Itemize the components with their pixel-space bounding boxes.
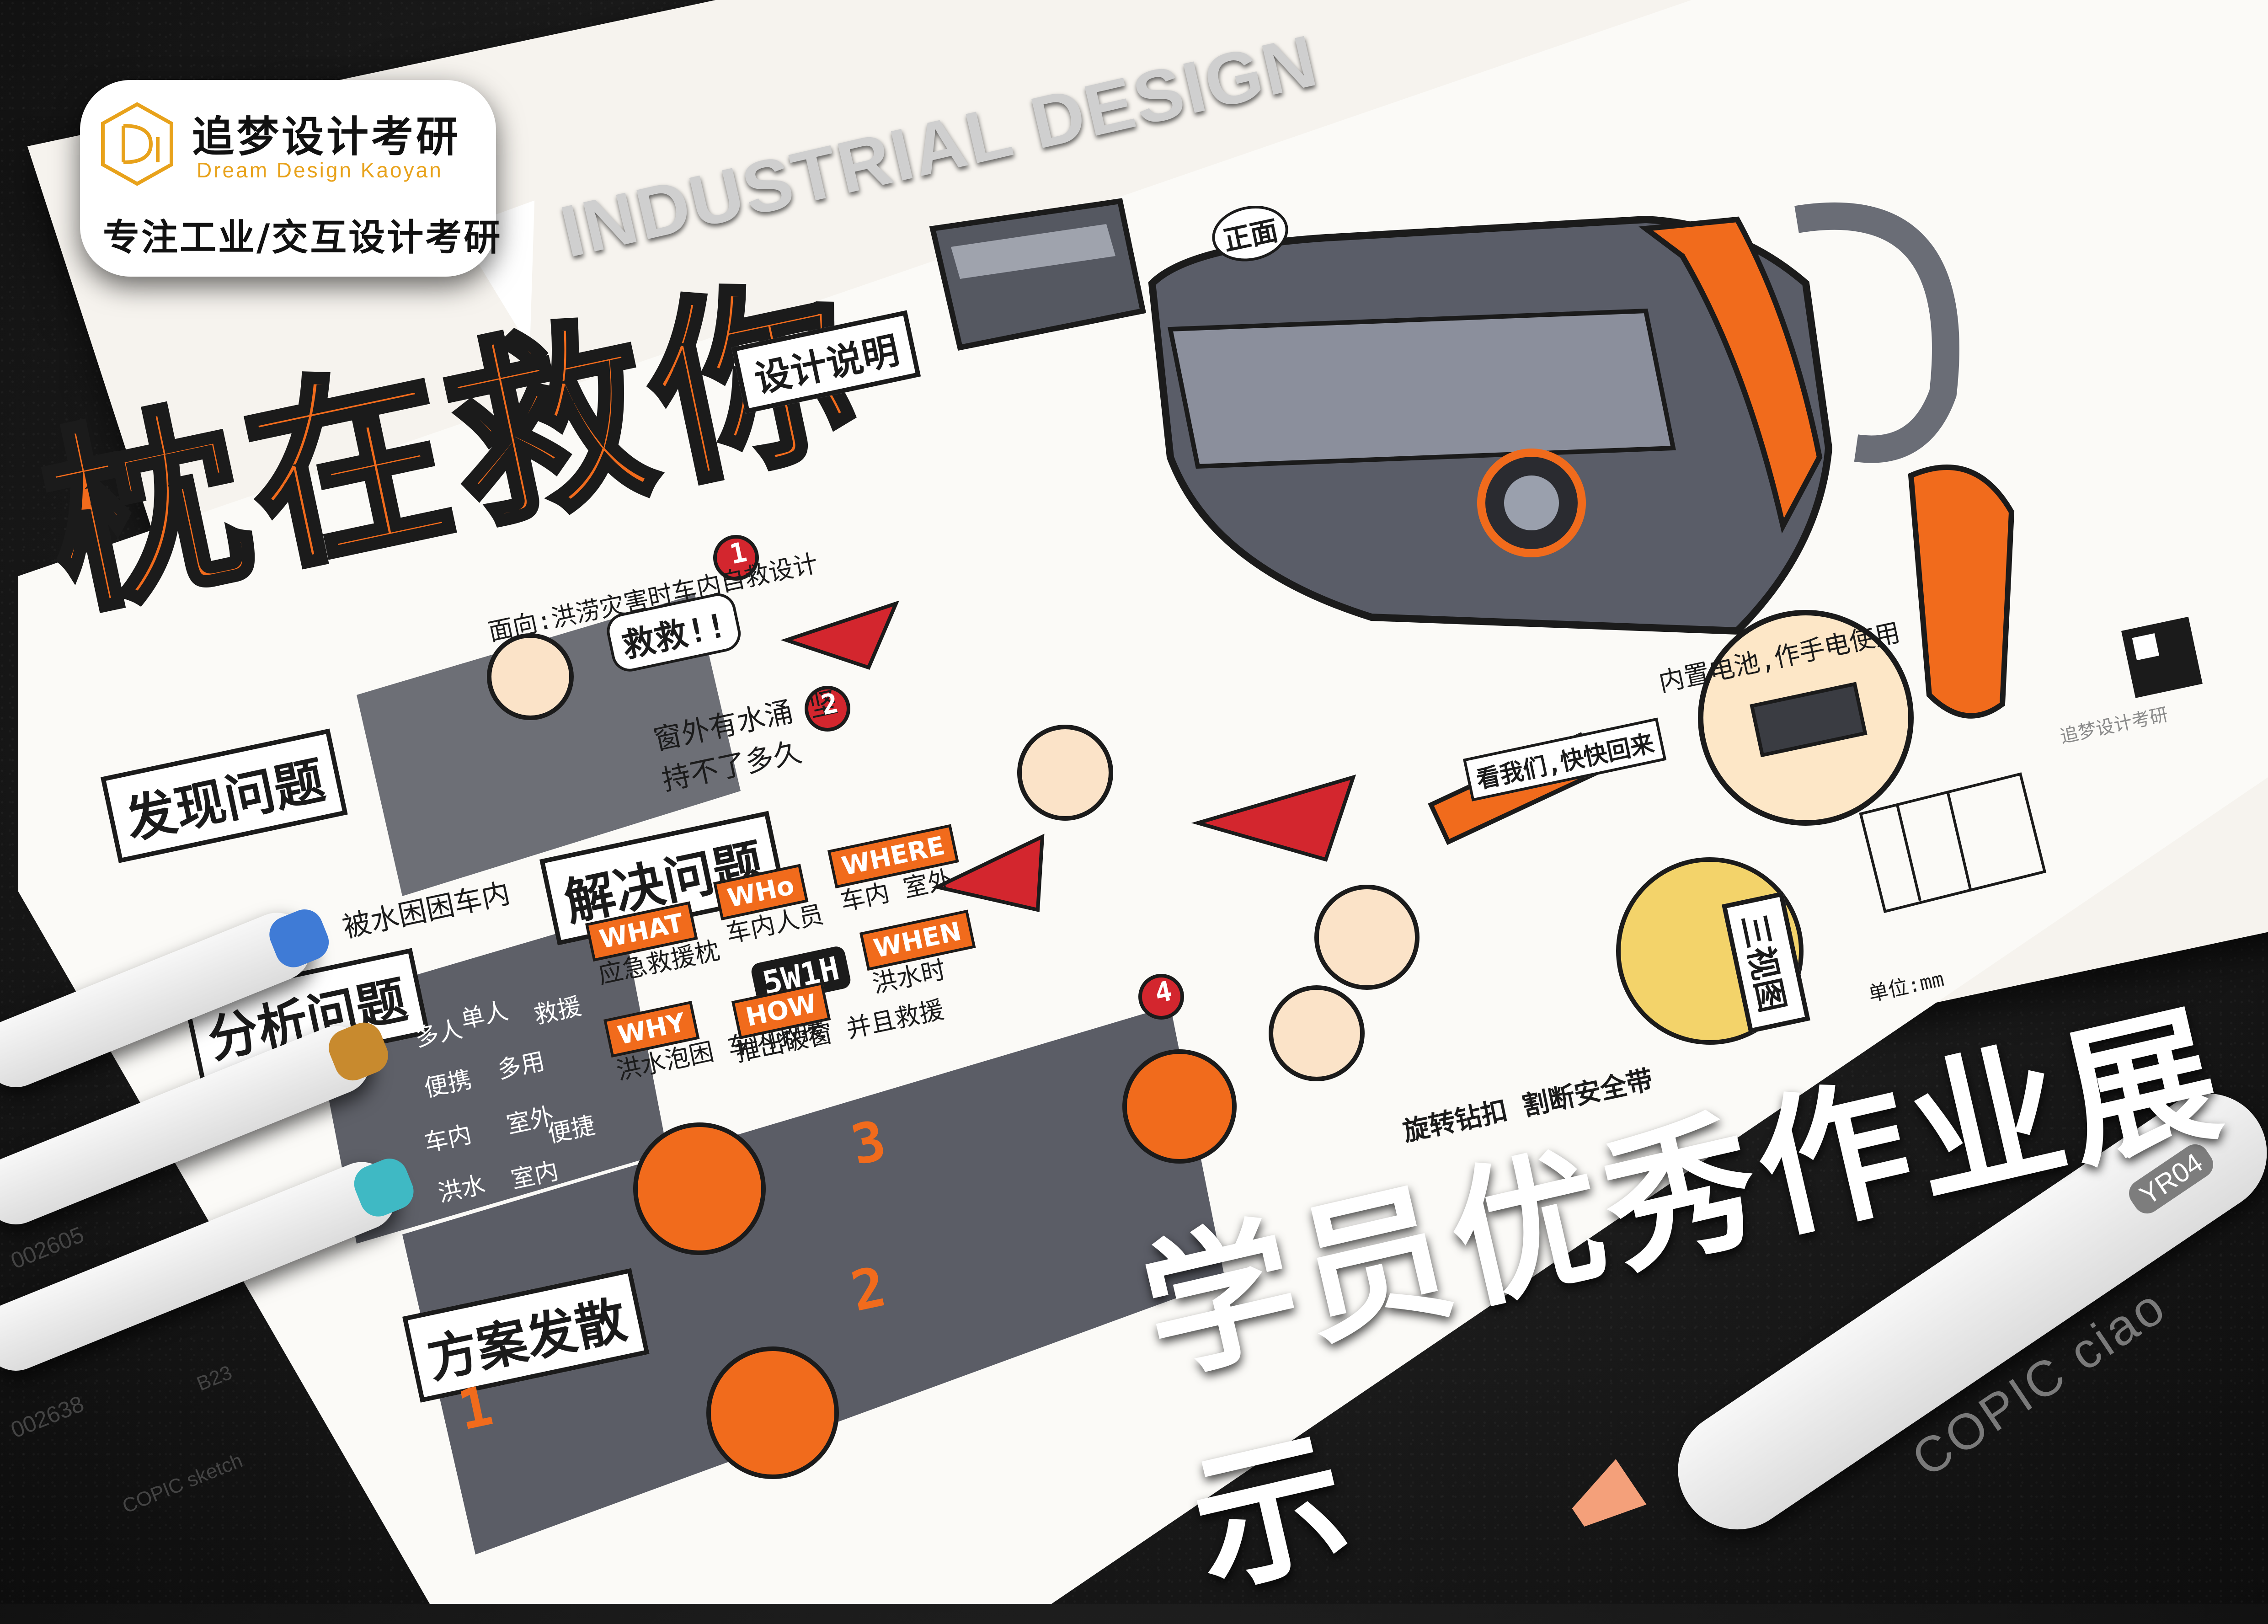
red-arrows (780, 600, 1356, 912)
step-circles (713, 535, 1184, 1020)
figure-sketches (487, 633, 1420, 1081)
qr-code (2121, 616, 2203, 698)
battery-icon (1750, 682, 1868, 758)
brand-logo-icon (101, 102, 173, 186)
product-sketch-small (929, 198, 1147, 351)
brand-name-cn: 追梦设计考研 (192, 112, 461, 161)
brand-name-en: Dream Design Kaoyan (197, 158, 443, 182)
product-sketch-main (1148, 202, 1959, 635)
product-sketch-strap (1908, 465, 2015, 719)
brand-tagline: 专注工业/交互设计考研 (103, 216, 502, 259)
panel-diverge (402, 1006, 1225, 1555)
panel-discover (357, 594, 741, 896)
three-view-drawing (1859, 772, 2047, 914)
